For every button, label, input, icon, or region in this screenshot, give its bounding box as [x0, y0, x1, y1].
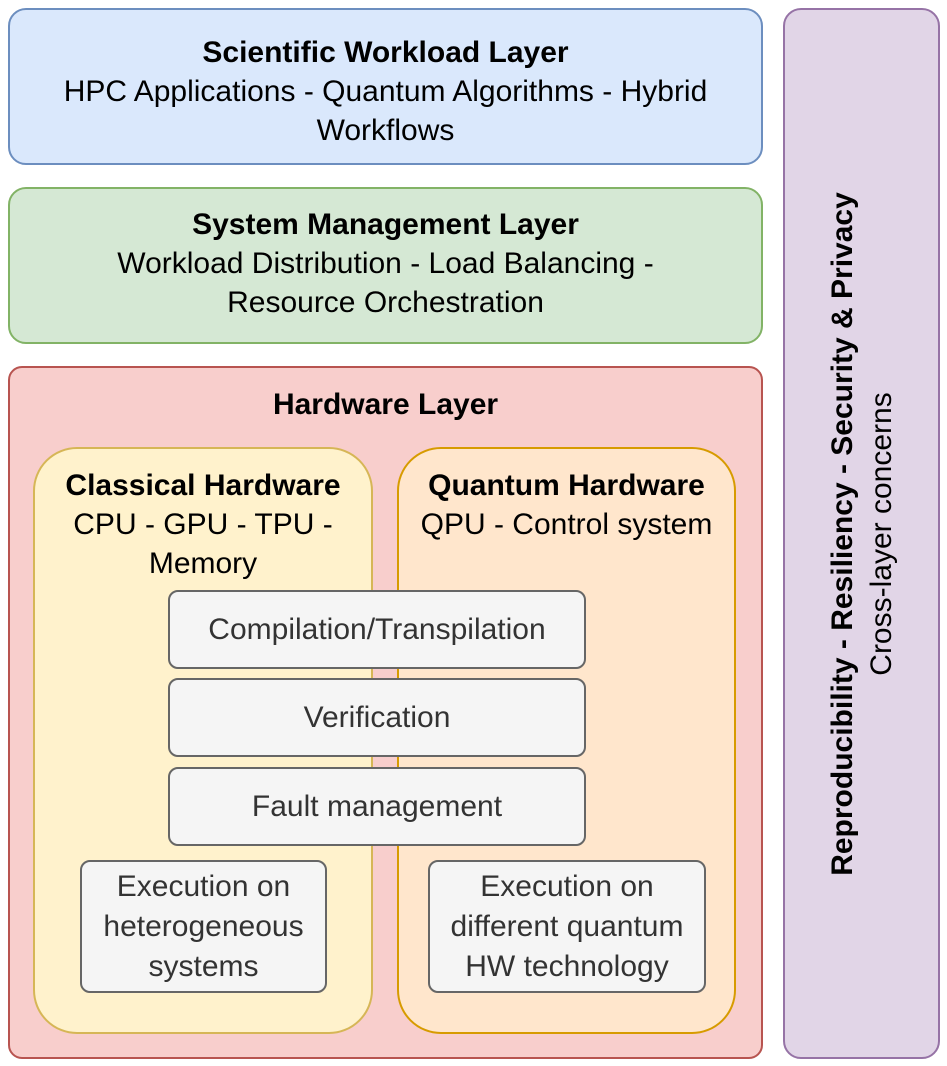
quantum-hardware-title: Quantum Hardware: [428, 469, 705, 502]
workload-layer-line1: HPC Applications - Quantum Algorithms - …: [63, 75, 708, 108]
exec-hetero-line1: Execution on: [116, 869, 291, 903]
cross-layer-concerns: Reproducibility - Resiliency - Security …: [783, 8, 940, 1059]
execution-heterogeneous-box: Execution on heterogeneous systems: [80, 860, 327, 993]
exec-quantum-line1: Execution on: [480, 869, 654, 903]
fault-management-step: Fault management: [168, 767, 586, 846]
cross-layer-subtitle: Cross-layer concerns: [864, 391, 898, 676]
cross-layer-title: Reproducibility - Resiliency - Security …: [825, 191, 859, 876]
scientific-workload-layer: Scientific Workload Layer HPC Applicatio…: [8, 8, 763, 165]
fault-management-label: Fault management: [251, 789, 503, 823]
management-layer-title: System Management Layer: [192, 208, 579, 241]
classical-hardware-line1: CPU - GPU - TPU -: [73, 508, 333, 541]
exec-quantum-line3: HW technology: [465, 949, 669, 983]
exec-hetero-line2: heterogeneous: [103, 909, 304, 943]
cross-layer-text: Reproducibility - Resiliency - Security …: [823, 34, 901, 1034]
system-management-layer: System Management Layer Workload Distrib…: [8, 187, 763, 344]
classical-hardware-line2: Memory: [148, 547, 258, 580]
verification-label: Verification: [303, 700, 451, 734]
management-layer-line2: Resource Orchestration: [227, 286, 544, 319]
workload-layer-title: Scientific Workload Layer: [202, 36, 569, 69]
execution-quantum-box: Execution on different quantum HW techno…: [428, 860, 706, 993]
exec-quantum-line2: different quantum: [450, 909, 684, 943]
hardware-layer-title: Hardware Layer: [272, 388, 499, 421]
workload-layer-line2: Workflows: [316, 114, 455, 147]
verification-step: Verification: [168, 678, 586, 757]
compilation-step: Compilation/Transpilation: [168, 590, 586, 669]
exec-hetero-line3: systems: [148, 949, 259, 983]
management-layer-line1: Workload Distribution - Load Balancing -: [117, 247, 654, 280]
classical-hardware-title: Classical Hardware: [65, 469, 341, 502]
compilation-label: Compilation/Transpilation: [208, 612, 546, 646]
quantum-hardware-line1: QPU - Control system: [420, 508, 713, 541]
